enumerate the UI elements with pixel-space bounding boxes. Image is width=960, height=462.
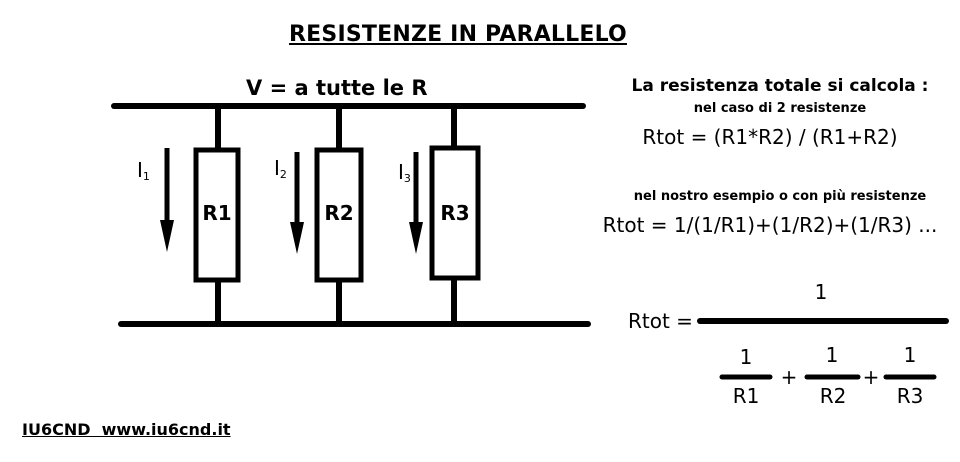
term-1-numerator: 1 — [739, 345, 753, 369]
term-3-numerator: 1 — [903, 343, 917, 367]
formula-two-resistors: Rtot = (R1*R2) / (R1+R2) — [642, 125, 898, 149]
term-2-denominator: R2 — [819, 384, 847, 408]
current-label-3: I3 — [398, 160, 411, 185]
current-label-2: I2 — [274, 156, 287, 181]
current-arrow-2 — [290, 152, 304, 254]
fraction-lhs: Rtot = — [628, 309, 693, 333]
resistor-label-r3: R3 — [440, 201, 470, 225]
current-arrow-1 — [160, 148, 174, 252]
term-3-denominator: R3 — [896, 384, 924, 408]
page-title: RESISTENZE IN PARALLELO — [289, 22, 627, 47]
voltage-label: V = a tutte le R — [246, 76, 428, 100]
case-many-label: nel nostro esempio o con più resistenze — [633, 189, 927, 204]
formula-heading: La resistenza totale si calcola : — [631, 76, 929, 96]
resistor-label-r2: R2 — [324, 201, 354, 225]
formula-many-resistors: Rtot = 1/(1/R1)+(1/R2)+(1/R3) ... — [602, 213, 938, 237]
term-1-denominator: R1 — [732, 384, 760, 408]
current-label-1: I1 — [137, 158, 150, 183]
resistor-label-r1: R1 — [202, 201, 232, 225]
fraction-numerator: 1 — [814, 280, 828, 304]
plus-sign-2: + — [862, 365, 880, 389]
plus-sign-1: + — [780, 365, 798, 389]
footer-credit: IU6CND www.iu6cnd.it — [22, 420, 231, 439]
case-two-label: nel caso di 2 resistenze — [693, 101, 867, 116]
current-arrow-3 — [409, 152, 423, 254]
term-2-numerator: 1 — [825, 343, 839, 367]
